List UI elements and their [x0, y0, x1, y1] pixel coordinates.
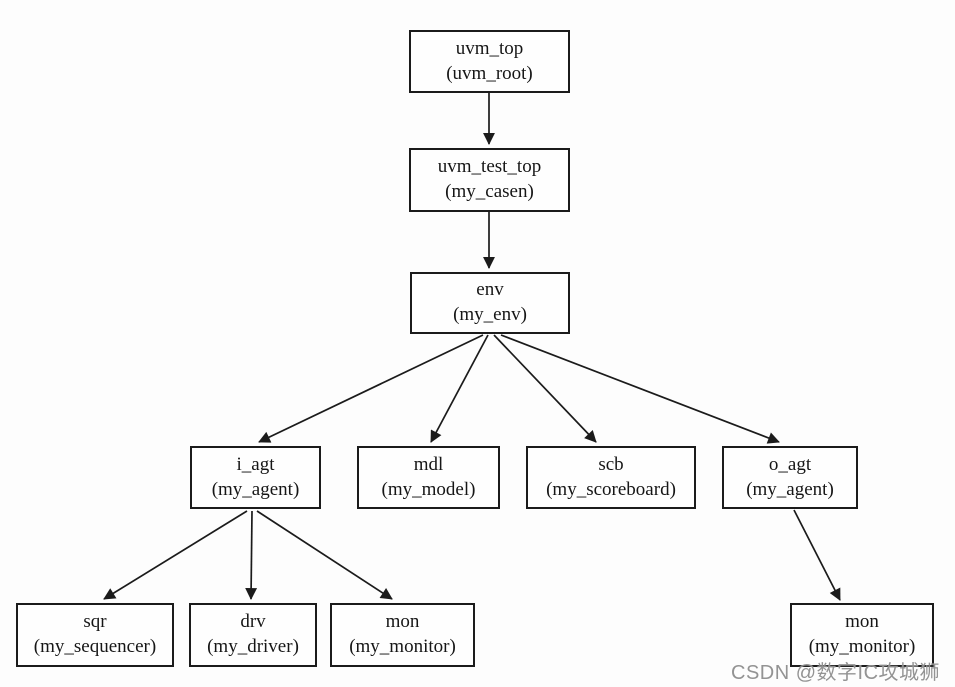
node-scb: scb (my_scoreboard) [526, 446, 696, 509]
node-instance-name: mdl [413, 453, 444, 475]
edge-oagt-to-mon [793, 509, 841, 601]
node-mon-output: mon (my_monitor) [790, 603, 934, 667]
node-sqr: sqr (my_sequencer) [16, 603, 174, 667]
node-class-name: (my_agent) [211, 478, 300, 500]
edge-env-to-oagt [500, 334, 780, 444]
node-instance-name: env [476, 279, 504, 301]
node-drv: drv (my_driver) [189, 603, 317, 667]
node-class-name: (uvm_root) [446, 62, 533, 84]
node-instance-name: mon [845, 611, 879, 633]
node-instance-name: uvm_top [455, 37, 524, 59]
edge-iagt-to-mon [256, 510, 393, 600]
edge-env-to-scb [493, 334, 597, 443]
node-env: env (my_env) [410, 272, 570, 334]
node-instance-name: mon [385, 611, 420, 633]
node-instance-name: scb [598, 453, 624, 475]
node-instance-name: i_agt [236, 453, 275, 475]
node-instance-name: o_agt [768, 453, 812, 475]
node-class-name: (my_model) [381, 478, 476, 500]
node-class-name: (my_casen) [445, 181, 534, 202]
edge-iagt-to-drv [245, 510, 258, 600]
node-class-name: (my_driver) [207, 636, 299, 657]
node-class-name: (my_scoreboard) [546, 478, 676, 500]
node-instance-name: sqr [83, 611, 107, 633]
node-i-agt: i_agt (my_agent) [190, 446, 321, 509]
node-mdl: mdl (my_model) [357, 446, 500, 509]
node-o-agt: o_agt (my_agent) [722, 446, 858, 509]
csdn-watermark: CSDN @数字IC攻城狮 [731, 662, 941, 684]
edge-env-to-iagt [258, 334, 484, 443]
node-instance-name: uvm_test_top [437, 156, 542, 178]
edge-env-to-mdl [430, 334, 489, 443]
node-uvm-top: uvm_top (uvm_root) [409, 30, 570, 93]
node-instance-name: drv [240, 611, 266, 633]
edge-iagt-to-sqr [103, 510, 248, 600]
node-class-name: (my_env) [453, 304, 527, 325]
node-class-name: (my_monitor) [349, 636, 456, 657]
node-mon-input: mon (my_monitor) [330, 603, 475, 667]
node-class-name: (my_sequencer) [33, 636, 157, 657]
node-class-name: (my_agent) [746, 478, 834, 500]
node-uvm-test-top: uvm_test_top (my_casen) [409, 148, 570, 212]
node-class-name: (my_monitor) [808, 636, 916, 657]
